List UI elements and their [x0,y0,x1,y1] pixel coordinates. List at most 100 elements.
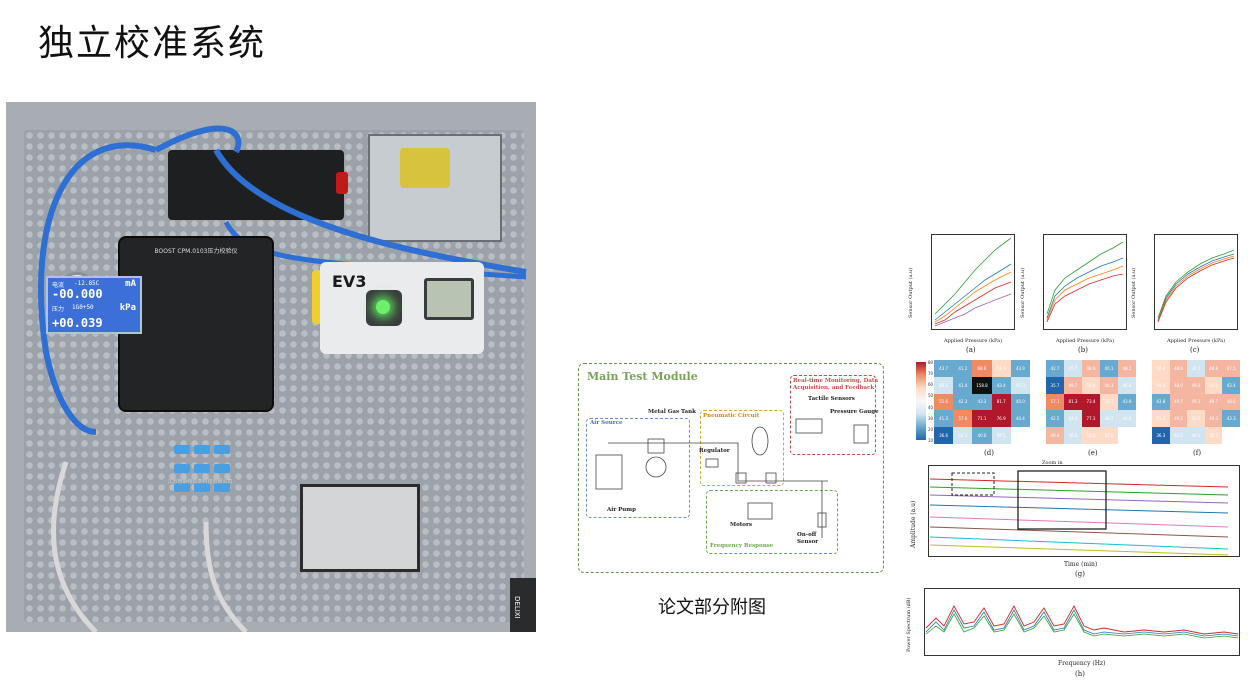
calibrator-key [214,445,230,454]
heatmap-cell: 50.4 [1152,360,1170,377]
heatmap-cell: 40.0 [1010,393,1030,411]
heatmap-cell: 43.3 [1222,410,1240,428]
label-frequency-response: Frequency Response [710,543,774,549]
plot-c-ylabel: Sensor Output (a.u) [1131,267,1137,318]
realtime-box [790,375,876,455]
plot-c-xlabel: Applied Pressure (kPa) [1167,338,1226,344]
heatmap-cell: 42.7 [1046,360,1064,377]
heatmap-cell: 50.0 [1187,410,1205,428]
heatmap-cell: 46.8 [1064,427,1082,444]
heatmap-cell: 46.8 [1118,376,1136,394]
calibrator-title: BOOST CPM.0103压力校验仪 [154,248,238,255]
heatmap-cell: 48.9 [1082,360,1100,377]
heatmap-cell: 48.3 [1100,376,1118,394]
plot-b-lines [1046,241,1124,323]
slide-title: 独立校准系统 [38,23,267,64]
plot-b-xlabel: Applied Pressure (kPa) [1056,338,1115,344]
heatmap-cell [1118,427,1136,444]
schematic-drawing [595,418,869,538]
heatmap-cell: 43.4 [991,376,1011,394]
spectrum-ylabel: Power Spectrum (dB) [906,597,912,652]
heatmap-cell: 44.1 [1187,360,1205,377]
heatmap-cell: 51.6 [1100,427,1118,444]
heatmap-e-caption: (e) [1088,449,1098,457]
ev3-label: EV3 [332,272,367,291]
heatmap-cell: 49.4 [1046,427,1064,444]
calibrator-footer: 江苏普斯特仪表科技有限公司 [167,479,233,485]
heatmap-cell: 51.5 [1082,427,1100,444]
heatmap-cell: 48.8 [1204,360,1223,377]
label-tactile-sensors: Tactile Sensors [808,396,855,402]
main-test-module-diagram: Main Test Module [578,363,884,573]
heatmap-cell: 73.4 [1082,393,1100,411]
lcd-current-value: -00.000 [52,287,103,301]
plot-c-lines [1157,249,1235,323]
heatmap-cell: 44.3 [953,427,973,444]
heatmap-cell: 36.6 [934,427,954,444]
heatmap-cell: 49.7 [1204,393,1223,411]
lcd-current-unit: mA [125,279,136,289]
delixi-module [510,578,536,632]
heatmap-cell: 47.5 [1222,360,1240,377]
heatmap-cell: 43.9 [1010,360,1030,377]
plot-a-lines [934,237,1012,327]
calibrator-key [174,445,190,454]
calibrator-key [214,464,230,473]
label-pneumatic-circuit: Pneumatic Circuit [703,413,760,419]
heatmap-cell: 41.4 [953,376,973,394]
heatmap-cell: 40.4 [1010,410,1030,428]
colorbar-tick: 80 [928,360,934,365]
timeseries-annotation: Zoom in [1042,460,1063,466]
heatmap-cell: 49.2 [1169,410,1188,428]
figure-caption: 论文部分附图 [658,597,766,618]
heatmap-cell: 45.7 [1064,360,1082,377]
heatmap-cell: 48.0 [1169,376,1188,394]
plot-b [1043,234,1127,330]
tactile-sensor-fixture [300,484,420,572]
pressure-calibrator: BOOST CPM.0103压力校验仪 [120,238,272,410]
colorbar-tick: 70 [928,371,934,377]
heatmap-cell: 48.6 [1169,360,1188,377]
label-air-source: Air Source [590,420,623,426]
heatmap-cell: 57.6 [953,410,973,428]
plot-b-caption: (b) [1078,346,1088,354]
calibrator-key [174,464,190,473]
colorbar-tick: 40 [928,404,934,410]
air-source-box [586,418,690,518]
pneumatic-tubes [37,125,527,632]
plot-a [931,234,1015,330]
heatmap-cell: 81.7 [991,393,1011,411]
plot-c-caption: (c) [1190,346,1200,354]
valve-connector [336,172,348,194]
delixi-label: DELIXI [513,596,521,619]
label-air-pump: Air Pump [607,507,636,513]
heatmap-cell: 49.1 [1187,393,1205,411]
heatmap-cell: 81.3 [1064,393,1082,411]
label-regulator: Regulator [699,448,730,454]
calibrator-key [194,445,210,454]
label-motors: Motors [730,522,752,528]
heatmap-cell: 51.5 [1204,376,1223,394]
timeseries-ylabel: Amplitude (a.u) [910,500,917,548]
heatmap-cell: 43.4 [1222,376,1240,394]
heatmap-cell [1222,427,1240,444]
spectrum-lines [925,605,1239,639]
label-pressure-gauge: Pressure Gauge [830,409,879,415]
heatmap-cell: 158.8 [972,376,992,394]
label-metal-gas-tank: Metal Gas Tank [648,409,696,415]
heatmap-cell: 49.7 [1064,376,1082,394]
heatmap-cell: 44.5 [991,427,1011,444]
plot-b-ylabel: Sensor Output (a.u) [1020,267,1026,318]
heatmap-cell: 41.3 [934,410,954,428]
lcd-current-small: -12.85C [74,280,100,287]
label-onoff: On-off [797,532,817,538]
heatmap-colorbar [916,362,926,440]
heatmap-cell: 43.8 [1152,393,1170,411]
calibrator-lcd: 电流 -12.85C mA -00.000 压力 1G0+50 kPa +00.… [46,276,142,334]
heatmap-cell: 68.8 [972,360,992,377]
ev3-led [376,300,390,314]
lcd-current-label: 电流 [52,282,65,289]
